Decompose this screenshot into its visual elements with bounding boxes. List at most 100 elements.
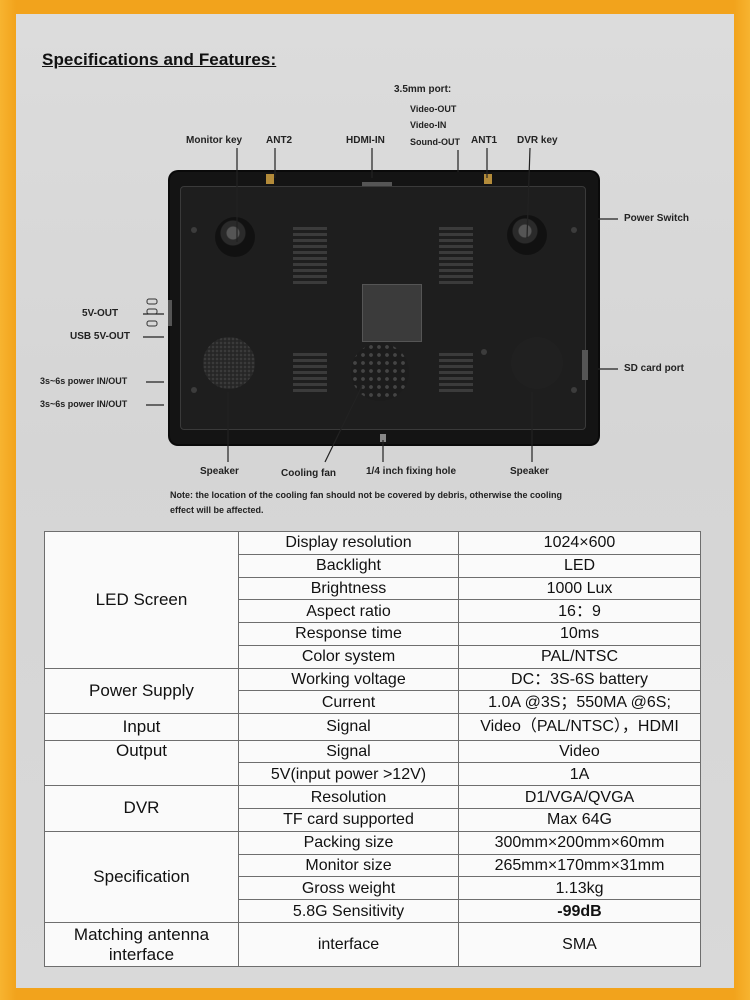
- spec-label: Response time: [238, 622, 459, 646]
- page-title: Specifications and Features:: [42, 50, 277, 69]
- spec-value: 16：9: [458, 599, 701, 624]
- spec-value: 1024×600: [458, 531, 701, 555]
- speaker-right: [511, 337, 563, 389]
- spec-value: 300mm×200mm×60mm: [458, 830, 701, 855]
- table-row: Input Signal Video（PAL/NTSC），HDMI: [44, 713, 701, 741]
- label-speaker-right: Speaker: [510, 466, 549, 477]
- table-row: Aspect ratio 16：9: [45, 599, 701, 624]
- category-input: Input: [44, 713, 239, 741]
- label-usb-5v-out: USB 5V-OUT: [70, 331, 131, 342]
- leader-lines: [143, 147, 618, 463]
- table-row: LED Screen Display resolution 1024×600: [44, 531, 701, 669]
- spec-label: Color system: [238, 644, 459, 669]
- speaker-left: [203, 337, 255, 389]
- monitor-back-panel: [168, 172, 598, 444]
- table-row: Gross weight 1.13kg: [45, 876, 701, 901]
- label-video-out: Video-OUT: [410, 104, 457, 114]
- label-ant1: ANT1: [471, 135, 498, 146]
- spec-label: TF card supported: [238, 807, 459, 832]
- spec-value: PAL/NTSC: [458, 644, 701, 669]
- screw: [571, 227, 577, 233]
- table-row: Response time 10ms: [45, 622, 701, 646]
- spec-value: DC：3S-6S battery: [458, 667, 701, 692]
- label-fixing-hole: 1/4 inch fixing hole: [366, 466, 457, 477]
- spec-label: Working voltage: [238, 667, 459, 692]
- ant1-connector: [484, 174, 492, 184]
- spec-value: -99dB: [458, 899, 701, 923]
- back-panel-inner: [180, 186, 586, 430]
- label-video-in: Video-IN: [410, 120, 447, 130]
- table-row: Color system PAL/NTSC: [45, 644, 701, 669]
- vent-bottom-left: [293, 353, 327, 395]
- label-dvr-key: DVR key: [517, 135, 558, 146]
- sd-card-slot: [582, 350, 588, 380]
- spec-value: LED: [458, 553, 701, 578]
- table-row: Matching antenna interface interface SMA: [44, 922, 701, 967]
- spec-value: Video（PAL/NTSC），HDMI: [458, 713, 701, 741]
- label-hdmi-in: HDMI-IN: [346, 135, 385, 146]
- spec-label: 5V(input power >12V): [238, 762, 459, 787]
- vent-bottom-right: [439, 353, 473, 395]
- screw: [481, 349, 487, 355]
- spec-value: 1.13kg: [458, 876, 701, 901]
- category-output: Output: [44, 739, 239, 787]
- cooling-note: Note: the location of the cooling fan sh…: [170, 488, 620, 518]
- spec-value: SMA: [458, 922, 701, 967]
- spec-label: interface: [238, 922, 459, 967]
- note-line-2: effect will be affected.: [170, 505, 264, 515]
- category-led-screen: LED Screen: [44, 531, 239, 669]
- spec-label: Signal: [238, 739, 459, 764]
- spec-value: 1.0A @3S；550MA @6S;: [458, 690, 701, 715]
- table-row: 5.8G Sensitivity -99dB: [45, 899, 701, 923]
- label-power-in-out-1: 3s~6s power IN/OUT: [40, 376, 128, 386]
- spec-table: LED Screen Display resolution 1024×600 B…: [44, 531, 701, 967]
- spec-label: Resolution: [238, 785, 459, 809]
- category-dvr: DVR: [44, 785, 239, 832]
- vent-top-left: [293, 227, 327, 287]
- spec-value: 265mm×170mm×31mm: [458, 853, 701, 878]
- screw: [191, 227, 197, 233]
- spec-value: Video: [458, 739, 701, 764]
- label-ant2: ANT2: [266, 135, 293, 146]
- category-power-supply: Power Supply: [44, 667, 239, 715]
- table-row: Output Signal Video: [44, 739, 701, 787]
- spec-label: Signal: [238, 713, 459, 741]
- spec-value: Max 64G: [458, 807, 701, 832]
- spec-label: Brightness: [238, 576, 459, 601]
- spec-value: D1/VGA/QVGA: [458, 785, 701, 809]
- spec-value: 1A: [458, 762, 701, 787]
- label-monitor-key: Monitor key: [186, 135, 243, 146]
- label-power-in-out-2: 3s~6s power IN/OUT: [40, 399, 128, 409]
- label-5v-out: 5V-OUT: [82, 308, 119, 319]
- table-row: Backlight LED: [45, 553, 701, 578]
- fixing-hole: [380, 434, 386, 442]
- screw: [571, 387, 577, 393]
- spec-label: Backlight: [238, 553, 459, 578]
- screw: [191, 387, 197, 393]
- note-line-1: Note: the location of the cooling fan sh…: [170, 490, 563, 500]
- label-plate: [362, 284, 422, 342]
- hdmi-port: [362, 182, 392, 186]
- spec-value: 10ms: [458, 622, 701, 646]
- spec-label: Aspect ratio: [238, 599, 459, 624]
- spec-label: 5.8G Sensitivity: [238, 899, 459, 923]
- label-speaker-left: Speaker: [200, 466, 239, 477]
- spec-label: Packing size: [238, 830, 459, 855]
- vent-top-right: [439, 227, 473, 287]
- spec-label: Current: [238, 690, 459, 715]
- table-row: DVR Resolution D1/VGA/QVGA: [44, 785, 701, 832]
- table-row: Power Supply Working voltage DC：3S-6S ba…: [44, 667, 701, 715]
- table-row: Current 1.0A @3S；550MA @6S;: [45, 690, 701, 715]
- table-row: Specification Packing size 300mm×200mm×6…: [44, 830, 701, 924]
- spec-label: Monitor size: [238, 853, 459, 878]
- cooling-fan: [351, 343, 409, 401]
- category-specification: Specification: [44, 830, 239, 924]
- category-matching-antenna: Matching antenna interface: [44, 922, 239, 967]
- ant2-connector: [266, 174, 274, 184]
- side-ports: [168, 300, 172, 326]
- label-sd-card-port: SD card port: [624, 363, 685, 374]
- label-3-5mm-port: 3.5mm port:: [394, 84, 452, 95]
- spec-value: 1000 Lux: [458, 576, 701, 601]
- spec-label: Display resolution: [238, 531, 459, 555]
- monitor-key-knob: [215, 217, 255, 257]
